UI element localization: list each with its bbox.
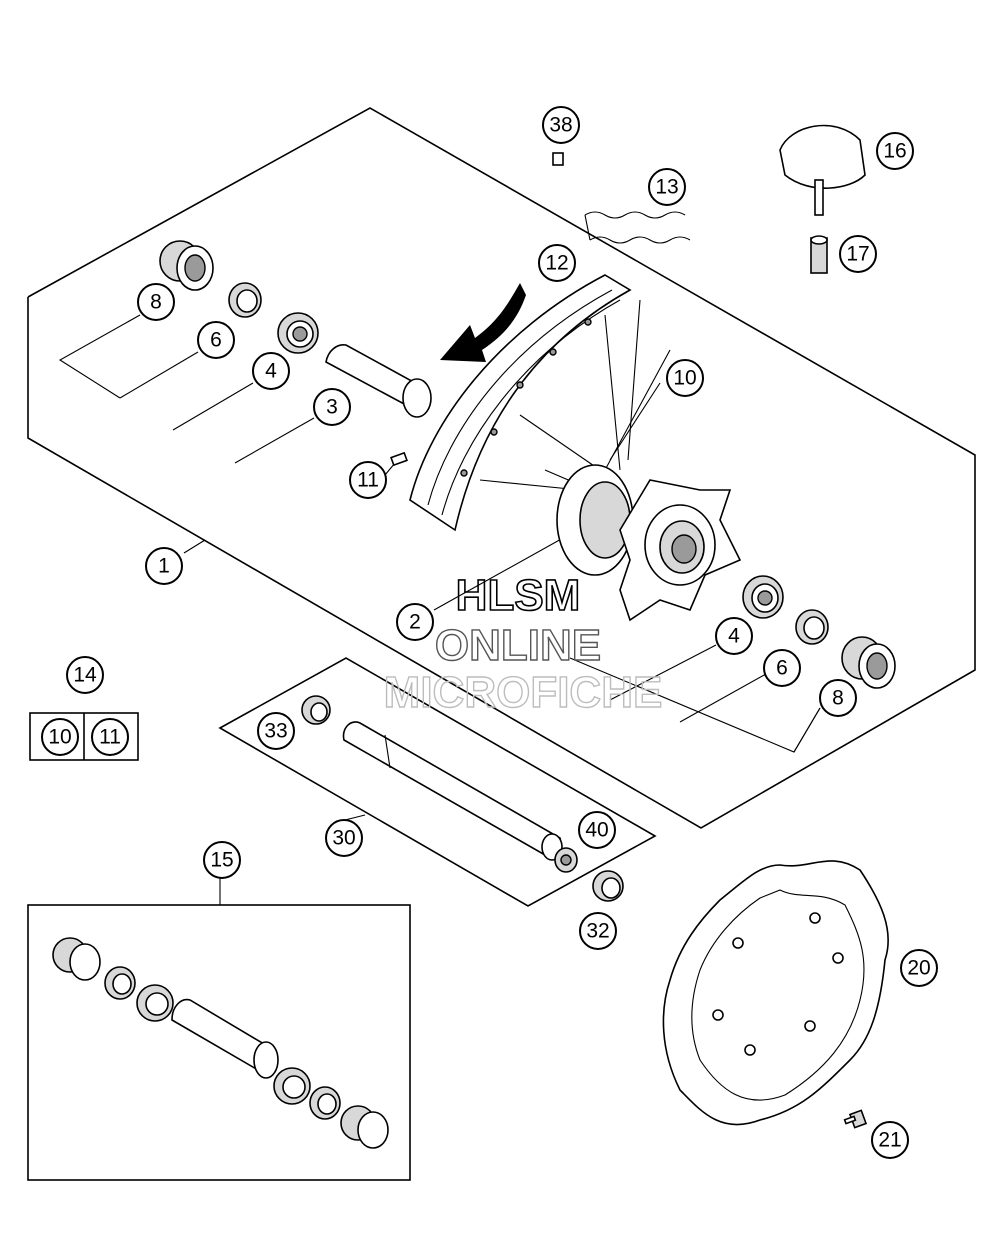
callout-3-label: 3: [326, 396, 338, 419]
callout-17-label: 17: [846, 243, 869, 266]
callout-6-top[interactable]: 6: [197, 321, 235, 359]
callout-8-top-label: 8: [150, 291, 162, 314]
callout-4-top-label: 4: [265, 360, 277, 383]
rim-tape-part: [584, 211, 691, 244]
watermark-line-3: MICROFICHE: [384, 668, 663, 717]
collar-part: [592, 870, 624, 902]
callout-15-label: 15: [210, 849, 233, 872]
callout-30[interactable]: 30: [325, 819, 363, 857]
callout-17[interactable]: 17: [839, 235, 877, 273]
watermark-line-2: ONLINE: [435, 621, 601, 670]
callout-11-top-label: 11: [357, 469, 379, 492]
callout-38-label: 38: [549, 114, 572, 137]
callout-14[interactable]: 14: [66, 656, 104, 694]
seal-right-part: [795, 609, 829, 645]
callout-13-label: 13: [655, 176, 678, 199]
callout-3[interactable]: 3: [313, 388, 351, 426]
callout-16-label: 16: [883, 140, 906, 163]
bearing-top-part: [277, 312, 319, 354]
callout-8-right[interactable]: 8: [819, 679, 857, 717]
wheel-assembly-frame: [27, 107, 976, 829]
callout-33[interactable]: 33: [257, 712, 295, 750]
axle-nut-part: [554, 847, 578, 873]
callout-20[interactable]: 20: [900, 949, 938, 987]
axle-part: [342, 721, 563, 861]
callout-20-label: 20: [907, 957, 930, 980]
callout-11-top[interactable]: 11: [349, 461, 387, 499]
callout-15[interactable]: 15: [203, 841, 241, 879]
callout-14-label: 14: [73, 664, 97, 687]
valve-cap-part: [552, 152, 564, 166]
brake-disc-part: [662, 860, 889, 1126]
kit-14-box: [29, 712, 139, 761]
collar-bush-part: [301, 695, 331, 725]
bearing-right-part: [742, 575, 784, 619]
callout-10-top-label: 10: [673, 367, 696, 390]
callout-6-top-label: 6: [210, 329, 222, 352]
callout-2-label: 2: [409, 611, 421, 634]
disc-screw-part: [843, 1109, 868, 1129]
callout-32-label: 32: [586, 920, 609, 943]
callout-16[interactable]: 16: [876, 132, 914, 170]
callout-40[interactable]: 40: [578, 811, 616, 849]
callout-13[interactable]: 13: [648, 168, 686, 206]
rim-part: [409, 274, 632, 532]
callout-6-right[interactable]: 6: [763, 649, 801, 687]
distance-tube-part: [325, 344, 432, 418]
callout-4-right[interactable]: 4: [715, 617, 753, 655]
callout-11-kit-label: 11: [99, 726, 121, 749]
callout-21-label: 21: [878, 1129, 901, 1152]
callout-40-label: 40: [585, 819, 608, 842]
callout-11-kit[interactable]: 11: [91, 718, 129, 756]
callout-12[interactable]: 12: [538, 244, 576, 282]
callout-4-top[interactable]: 4: [252, 352, 290, 390]
callout-1-label: 1: [158, 555, 170, 578]
callout-10-top[interactable]: 10: [666, 359, 704, 397]
bearing-kit-parts: [52, 937, 389, 1149]
callout-2[interactable]: 2: [396, 603, 434, 641]
callout-8-right-label: 8: [832, 687, 844, 710]
rotation-arrow-icon: [440, 283, 526, 362]
nipple-part: [390, 451, 408, 467]
rim-lock-part: [779, 124, 866, 216]
spacer-right-part: [841, 636, 896, 689]
axle-subframe: [218, 657, 657, 907]
hub-part: [556, 464, 742, 622]
callout-32[interactable]: 32: [579, 912, 617, 950]
spacer-top-part: [159, 240, 214, 291]
callout-10-kit-label: 10: [48, 726, 71, 749]
callout-8-top[interactable]: 8: [137, 283, 175, 321]
rim-lock-nut-part: [810, 235, 828, 274]
seal-top-part: [228, 282, 262, 318]
watermark: HLSM ONLINE MICROFICHE: [383, 570, 663, 718]
callout-21[interactable]: 21: [871, 1121, 909, 1159]
bearing-kit-box: [27, 904, 411, 1181]
callout-30-label: 30: [332, 827, 355, 850]
callout-33-label: 33: [264, 720, 287, 743]
callout-4-right-label: 4: [728, 625, 740, 648]
callout-38[interactable]: 38: [542, 106, 580, 144]
callout-12-label: 12: [545, 252, 568, 275]
watermark-line-1: HLSM: [456, 571, 581, 620]
callout-1[interactable]: 1: [145, 547, 183, 585]
callout-10-kit[interactable]: 10: [41, 718, 79, 756]
leader-lines: [58, 314, 821, 905]
callout-6-right-label: 6: [776, 657, 788, 680]
